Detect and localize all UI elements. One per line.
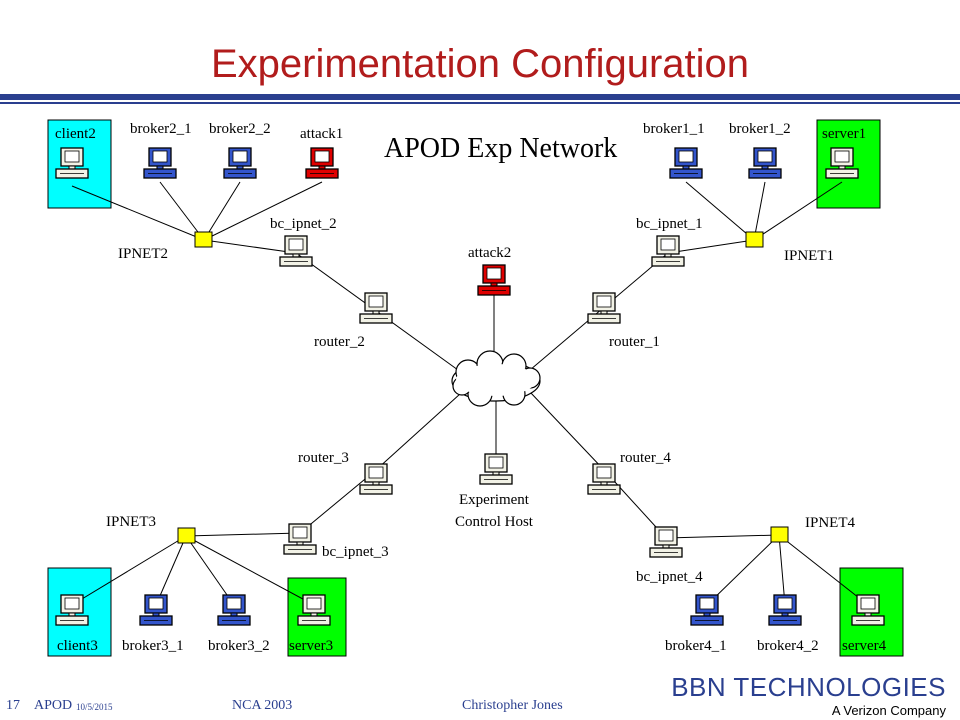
label-broker3-2: broker3_2 [208, 638, 270, 654]
bc-ipnet-4-computer-icon [649, 526, 683, 558]
label-broker1-1: broker1_1 [643, 121, 705, 137]
footer-conference: NCA 2003 [232, 698, 293, 713]
label-router-1: router_1 [609, 334, 660, 350]
label-attack2: attack2 [468, 245, 511, 261]
router-2-computer-icon [359, 292, 393, 324]
logo-wordmark: BBN TECHNOLOGIES [671, 672, 946, 702]
label-router-4: router_4 [620, 450, 671, 466]
page-title: Experimentation Configuration [210, 42, 750, 86]
footer-date: 10/5/2015 [76, 702, 113, 712]
router-1-computer-icon [587, 292, 621, 324]
broker3-2-computer-icon [217, 594, 251, 626]
footer-project: APOD [34, 698, 73, 713]
ipnet4-hub-icon [770, 526, 789, 543]
broker3-1-computer-icon [139, 594, 173, 626]
attack2-computer-icon [477, 264, 511, 296]
router-4-computer-icon [587, 463, 621, 495]
client2-computer-icon [55, 147, 89, 179]
label-bc-ipnet-2: bc_ipnet_2 [270, 216, 337, 232]
ipnet1-hub-icon [745, 231, 764, 248]
label-client2: client2 [55, 126, 96, 142]
label-broker3-1: broker3_1 [122, 638, 184, 654]
router-3-computer-icon [359, 463, 393, 495]
label-bc-ipnet-3: bc_ipnet_3 [322, 544, 389, 560]
network-links [71, 181, 869, 606]
network-subtitle: APOD Exp Network [384, 133, 617, 164]
footer-slide-number: 17 [6, 698, 20, 713]
broker2-2-computer-icon [223, 147, 257, 179]
label-ipnet1: IPNET1 [784, 248, 834, 264]
broker4-2-computer-icon [768, 594, 802, 626]
title-rule-thin [0, 102, 960, 104]
label-router-3: router_3 [298, 450, 349, 466]
bc-ipnet-2-computer-icon [279, 235, 313, 267]
label-broker1-2: broker1_2 [729, 121, 791, 137]
internet-cloud-icon [451, 350, 541, 407]
label-server3: server3 [289, 638, 333, 654]
logo-tagline: A Verizon Company [831, 703, 946, 718]
control-host-computer-icon [479, 453, 513, 485]
bc-ipnet-3-computer-icon [283, 523, 317, 555]
label-ipnet4: IPNET4 [805, 515, 855, 531]
label-ipnet3: IPNET3 [106, 514, 156, 530]
ipnet3-hub-icon [177, 527, 196, 544]
label-broker2-2: broker2_2 [209, 121, 271, 137]
broker2-1-computer-icon [143, 147, 177, 179]
server3-computer-icon [297, 594, 331, 626]
broker1-2-computer-icon [748, 147, 782, 179]
ipnet2-hub-icon [194, 231, 213, 248]
label-ipnet2: IPNET2 [118, 246, 168, 262]
client3-computer-icon [55, 594, 89, 626]
title-rule [0, 94, 960, 100]
label-broker4-1: broker4_1 [665, 638, 727, 654]
broker1-1-computer-icon [669, 147, 703, 179]
label-control-host-line2: Control Host [455, 514, 534, 530]
label-broker4-2: broker4_2 [757, 638, 819, 654]
label-control-host-line1: Experiment [459, 492, 530, 508]
label-router-2: router_2 [314, 334, 365, 350]
server1-computer-icon [825, 147, 859, 179]
label-client3: client3 [57, 638, 98, 654]
label-attack1: attack1 [300, 126, 343, 142]
label-broker2-1: broker2_1 [130, 121, 192, 137]
company-logo: BBN TECHNOLOGIES A Verizon Company [671, 672, 946, 718]
attack1-computer-icon [305, 147, 339, 179]
server4-computer-icon [851, 594, 885, 626]
bc-ipnet-1-computer-icon [651, 235, 685, 267]
broker4-1-computer-icon [690, 594, 724, 626]
footer-author: Christopher Jones [462, 698, 563, 713]
label-server1: server1 [822, 126, 866, 142]
label-bc-ipnet-4: bc_ipnet_4 [636, 569, 703, 585]
label-bc-ipnet-1: bc_ipnet_1 [636, 216, 703, 232]
label-server4: server4 [842, 638, 887, 654]
